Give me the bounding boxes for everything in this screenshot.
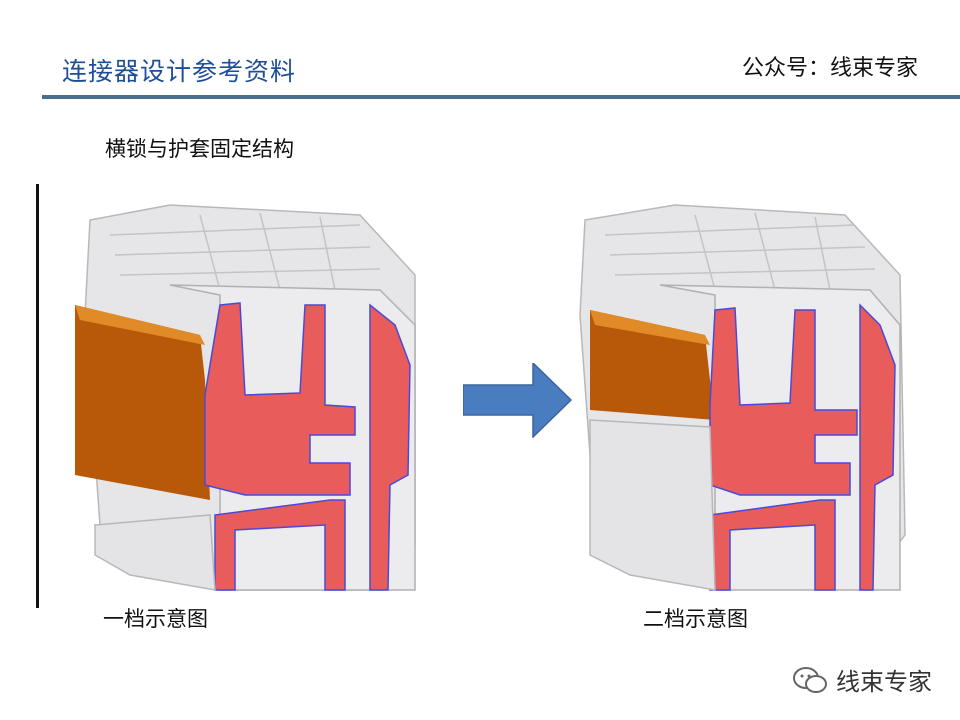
watermark-label: 线束专家 bbox=[836, 668, 932, 696]
connector-diagram-stage-2 bbox=[579, 204, 906, 591]
figure-caption-stage-1: 一档示意图 bbox=[103, 607, 208, 631]
wechat-icon bbox=[793, 666, 827, 693]
figure-caption-stage-2: 二档示意图 bbox=[643, 607, 748, 631]
lock-section bbox=[709, 303, 896, 591]
header-divider bbox=[42, 95, 960, 99]
page-title: 连接器设计参考资料 bbox=[62, 57, 297, 86]
right-arrow-icon bbox=[463, 363, 573, 438]
connector-diagram-stage-1 bbox=[75, 204, 416, 591]
tpa-band bbox=[75, 305, 210, 500]
lock-section bbox=[204, 302, 411, 591]
account-label: 公众号：线束专家 bbox=[741, 56, 918, 81]
watermark: 线束专家 bbox=[792, 662, 932, 697]
section-title: 横锁与护套固定结构 bbox=[105, 137, 294, 161]
left-vertical-line bbox=[36, 184, 39, 608]
